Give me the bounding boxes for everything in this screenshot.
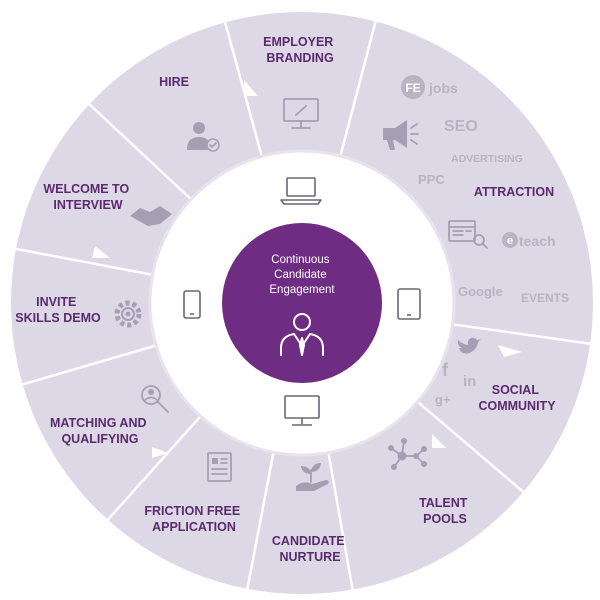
eteach-logo: e teach	[502, 232, 556, 249]
center-text-line2: Candidate	[274, 269, 326, 281]
desktop-monitor-icon	[284, 395, 320, 426]
label-employer-branding: EMPLOYER BRANDING	[263, 35, 337, 65]
center-text-line1: Continuous	[271, 254, 329, 266]
tag-events: EVENTS	[521, 291, 569, 305]
plant-hand-icon	[296, 463, 329, 491]
label-invite-skills-demo: INVITE SKILLS DEMO	[15, 295, 101, 325]
handshake-icon	[130, 206, 172, 226]
svg-text:FE: FE	[405, 81, 420, 95]
label-social-community: SOCIAL COMMUNITY	[478, 383, 556, 413]
monitor-icon	[283, 98, 319, 129]
google-plus-icon: g+	[435, 392, 451, 407]
label-talent-pools: TALENT POOLS	[419, 496, 471, 526]
candidate-person-icon	[280, 313, 324, 356]
label-hire: HIRE	[159, 75, 189, 89]
center-circle	[222, 223, 382, 383]
tablet-icon	[397, 288, 421, 320]
svg-text:teach: teach	[519, 233, 556, 249]
label-candidate-nurture: CANDIDATE NURTURE	[272, 534, 348, 564]
twitter-icon	[457, 337, 481, 354]
application-form-icon	[207, 452, 232, 482]
tag-google: Google	[458, 284, 503, 299]
segment-notches	[92, 80, 522, 458]
tag-ppc: PPC	[418, 172, 445, 187]
tag-seo: SEO	[444, 118, 478, 135]
label-matching-and-qualifying: MATCHING AND QUALIFYING	[50, 416, 150, 446]
browser-window-icon	[448, 220, 488, 249]
label-attraction: ATTRACTION	[474, 185, 554, 199]
fe-jobs-logo: FE jobs	[401, 75, 458, 99]
svg-text:Continuous Candidate E: Continuous Candidate Engagement	[269, 254, 335, 296]
center-text-line3: Engagement	[269, 284, 335, 296]
laptop-icon	[280, 177, 322, 205]
label-welcome-to-interview: WELCOME TO INTERVIEW	[43, 182, 132, 212]
tag-advertising: ADVERTISING	[451, 153, 523, 165]
search-person-icon	[141, 385, 169, 413]
network-nodes-icon	[388, 438, 427, 470]
label-friction-free-application: FRICTION FREE APPLICATION	[144, 504, 243, 534]
megaphone-icon	[383, 120, 419, 150]
hire-user-check-icon	[187, 122, 220, 152]
linkedin-icon: in	[463, 373, 476, 390]
svg-text:e: e	[507, 235, 513, 247]
gear-skills-icon	[114, 300, 142, 328]
smartphone-icon	[183, 290, 201, 319]
facebook-icon: f	[442, 360, 449, 380]
svg-text:jobs: jobs	[428, 80, 458, 96]
